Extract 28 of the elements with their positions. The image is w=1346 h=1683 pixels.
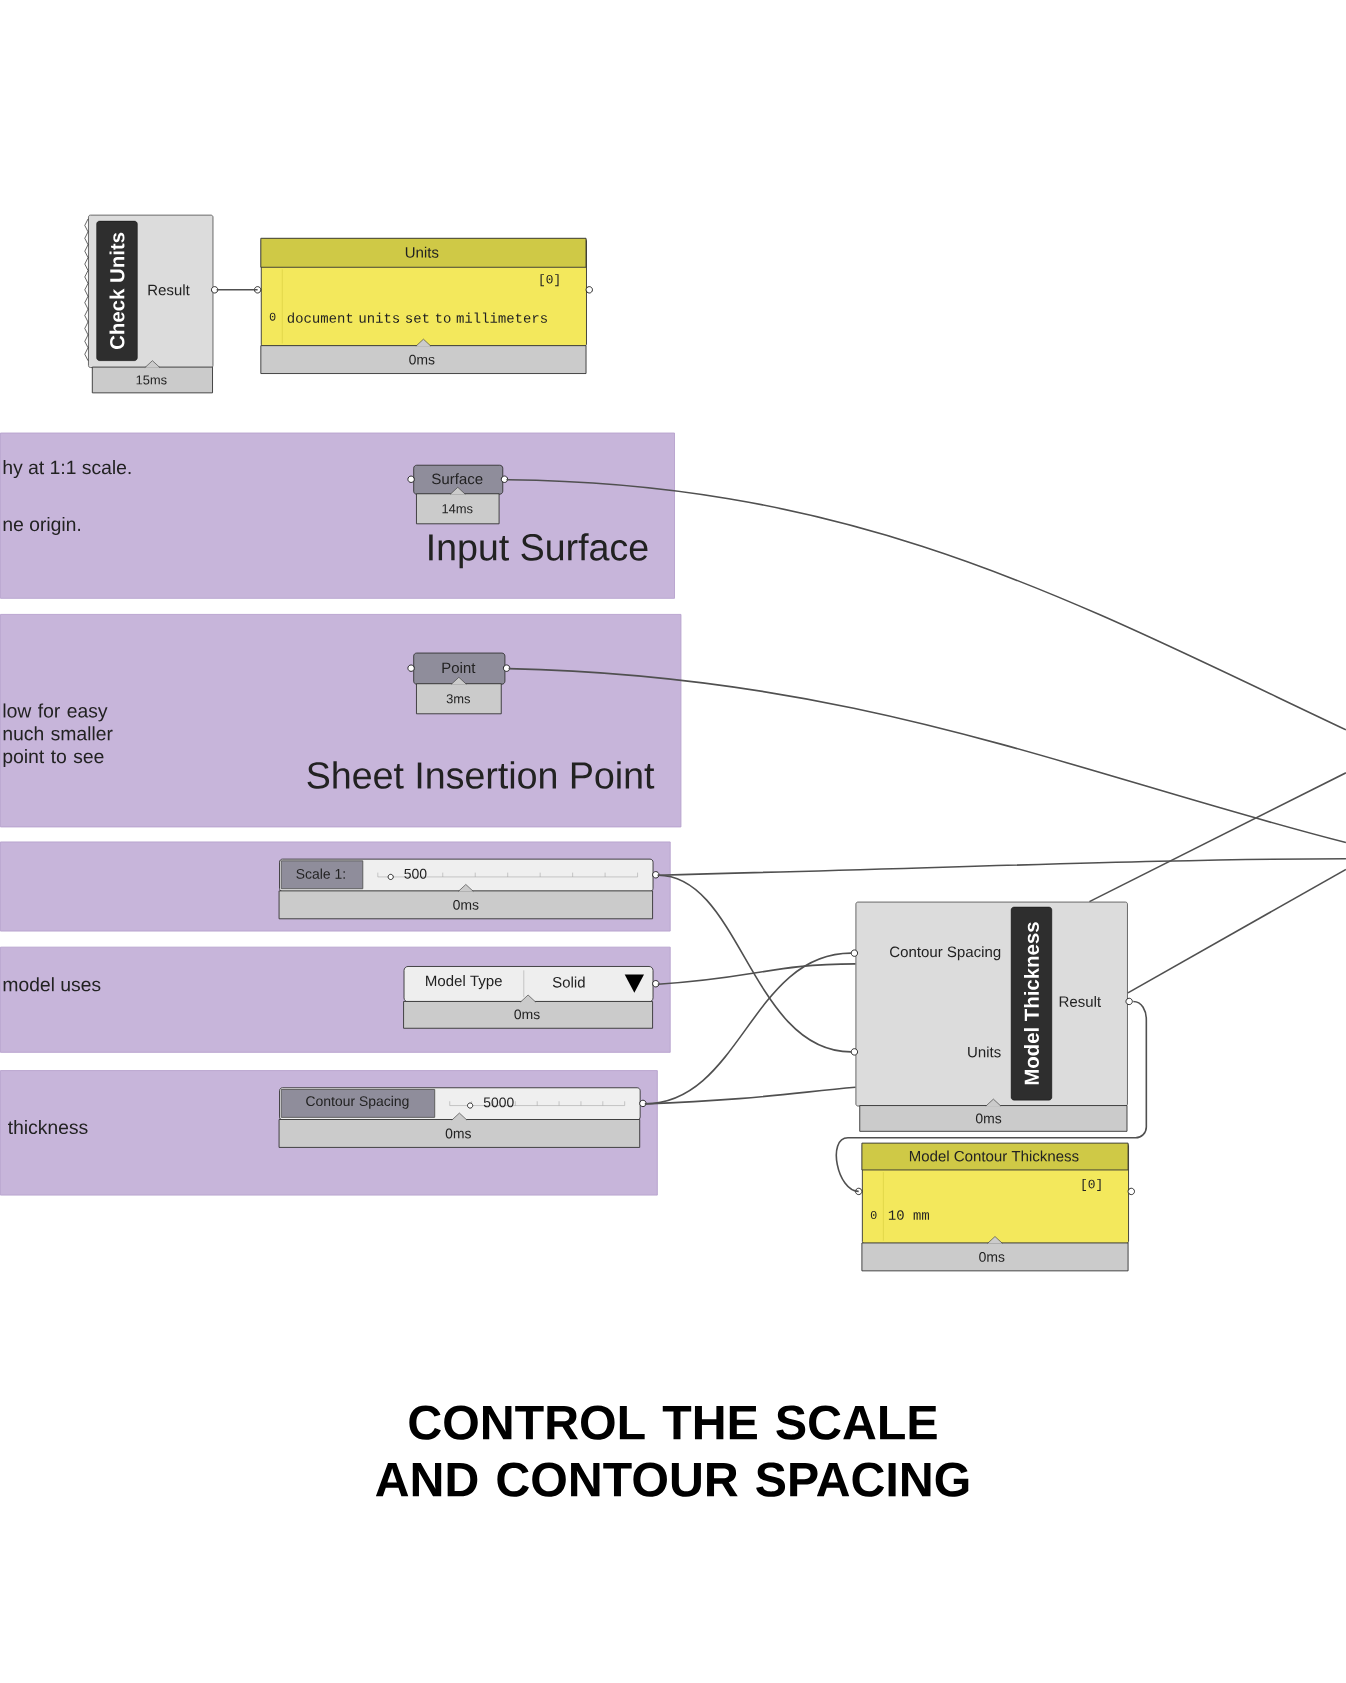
- timing-label: 0ms: [514, 1009, 540, 1020]
- wire: [1127, 868, 1346, 994]
- wire: [505, 478, 1346, 731]
- timing-label: 0ms: [975, 1113, 1002, 1124]
- note-text: thickness: [8, 1119, 88, 1135]
- timing-label: 0ms: [445, 1128, 471, 1139]
- wire: [644, 1086, 857, 1105]
- timing-label: 15ms: [136, 375, 167, 385]
- wire: [657, 963, 857, 985]
- note-text: ne origin.: [3, 516, 81, 535]
- timing-label: 14ms: [442, 504, 473, 514]
- wire: [1088, 772, 1346, 903]
- timing-label: 0ms: [409, 354, 435, 365]
- group-title: Input Surface: [429, 533, 648, 569]
- timing-label: 3ms: [446, 694, 471, 704]
- note-text: model uses: [3, 977, 101, 992]
- wire: [215, 289, 259, 291]
- group-title: Sheet Insertion Point: [307, 761, 655, 789]
- note-text: low for easy nuch smaller point to see: [3, 703, 113, 768]
- parameter-label: Point: [442, 662, 476, 674]
- caption: CONTROL THE SCALE AND CONTOUR SPACING: [375, 1405, 969, 1497]
- wire: [657, 874, 852, 1053]
- wire: [507, 667, 1346, 844]
- wire: [657, 857, 1346, 877]
- timing-label: 0ms: [979, 1251, 1005, 1262]
- timing-label: 0ms: [453, 899, 479, 910]
- note-text: hy at 1:1 scale.: [3, 460, 131, 479]
- parameter-label: Surface: [432, 473, 483, 485]
